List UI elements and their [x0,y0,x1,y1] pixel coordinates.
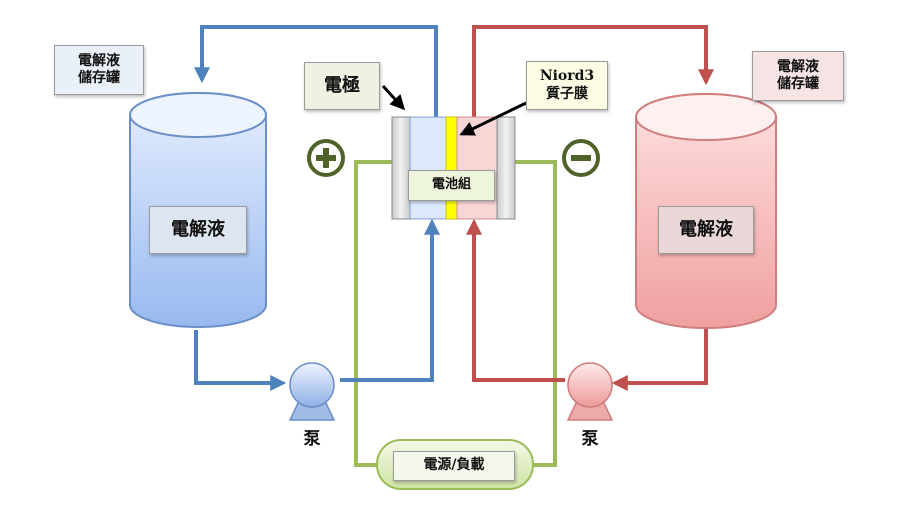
plus-circle-icon [307,139,345,177]
red-pump-to-cell-pipe [466,218,565,382]
right-pump-label: 泵 [581,429,599,450]
blue-return-pipe [194,25,438,118]
blue-pump-to-cell-pipe [340,218,440,382]
red-tank-to-pump-pipe [611,328,708,391]
left-end-plate [391,116,411,220]
left-tank-label: 電解液 [149,206,247,254]
membrane-pointer-arrow [459,101,527,136]
right-end-plate [496,116,516,220]
left-pump [288,362,336,421]
blue-tank-to-pump-pipe [194,330,287,391]
negative-electrolyte-loop [466,25,714,391]
cell-stack-label: 電池組 [408,170,495,201]
proton-membrane [445,116,458,220]
membrane-label: Niord3 質子膜 [526,61,608,110]
positive-wire [354,160,394,467]
right-pump [566,362,614,421]
electrode-label: 電極 [304,62,380,110]
negative-wire [510,160,557,467]
left-tank-tag: 電解液 儲存罐 [54,45,144,95]
right-tank-label: 電解液 [658,206,754,254]
minus-circle-icon [562,139,600,177]
electrical-circuit [354,160,557,467]
electrode-pointer-arrow [381,84,406,111]
positive-electrolyte-loop [194,25,440,391]
right-tank-tag: 電解液 儲存罐 [752,51,844,101]
red-return-pipe [472,25,714,118]
cell-stack [391,116,516,220]
positive-half-cell [409,116,447,220]
left-pump-label: 泵 [303,429,321,450]
power-load-label: 電源/負載 [393,451,515,481]
